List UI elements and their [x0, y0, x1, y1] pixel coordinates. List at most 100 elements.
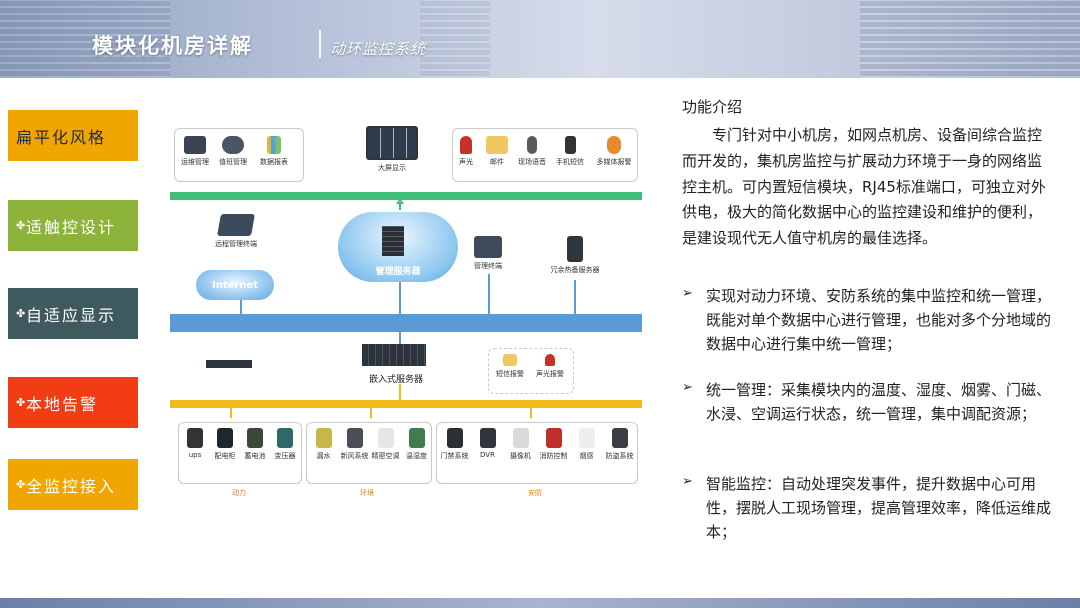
- device-node: 漏水: [308, 428, 339, 461]
- device-node: 门禁系统: [438, 428, 471, 461]
- power-group-label: 动力: [232, 489, 246, 497]
- architecture-diagram: 运维管理 值班管理 数据报表 大屏显示 声光 邮件 现场语音 手机短信 多媒体报…: [170, 122, 644, 500]
- device-node: 精密空调: [370, 428, 401, 461]
- page-subtitle: 动环监控系统: [330, 40, 427, 58]
- device-node: DVR: [471, 428, 504, 459]
- device-icon: [315, 428, 332, 448]
- ops-management-node: 运维管理: [176, 136, 214, 167]
- device-node: 温湿度: [401, 428, 432, 461]
- sms-alarm-node: 短信报警: [490, 354, 530, 379]
- bullet-item: ➢ 智能监控：自动处理突发事件，提升数据中心可用性，摆脱人工现场管理，提高管理效…: [682, 474, 1052, 541]
- connector: [574, 280, 576, 314]
- bullet-item: ➢ 统一管理：采集模块内的温度、湿度、烟雾、门磁、水浸、空调运行状态，统一管理，…: [682, 380, 1052, 423]
- embedded-server-label: 嵌入式服务器: [368, 375, 423, 385]
- intro-title: 功能介绍: [682, 98, 743, 116]
- title-divider: [319, 30, 321, 58]
- phone-icon: [564, 136, 576, 154]
- device-icon: [611, 428, 628, 448]
- device-icon: [512, 428, 529, 448]
- intro-paragraph: 专门针对中小机房，如网点机房、设备间综合监控而开发的，集机房监控与扩展动力环境于…: [682, 126, 1046, 248]
- device-icon: [545, 428, 562, 448]
- security-group-label: 安防: [528, 489, 542, 497]
- bullet-item: ➢ 实现对动力环境、安防系统的集中监控和统一管理，既能对单个数据中心进行管理，也…: [682, 286, 1052, 353]
- device-icon: [206, 360, 252, 368]
- envelope-icon: [486, 136, 508, 154]
- feature-label: 自适应显示: [26, 305, 117, 325]
- connector: [399, 384, 401, 400]
- building-decoration: [860, 0, 1080, 78]
- feature-button[interactable]: 扁平化风格: [8, 110, 138, 161]
- envelope-icon: [503, 354, 517, 366]
- device-icon: [247, 428, 263, 448]
- email-node: 邮件: [482, 136, 512, 167]
- alarm-box: [488, 348, 574, 394]
- device-node: 摄像机: [504, 428, 537, 461]
- multimedia-alarm-node: 多媒体报警: [590, 136, 638, 167]
- security-group-box: [436, 422, 638, 484]
- blue-bus-bar: [170, 314, 642, 332]
- computer-icon: [184, 136, 206, 154]
- connector: [530, 408, 532, 418]
- connector: [399, 282, 401, 314]
- server-rack-icon: [382, 226, 404, 256]
- device-icon: [578, 428, 595, 448]
- speaker-icon: [607, 136, 621, 154]
- arrow-icon: [396, 198, 404, 204]
- feature-button[interactable]: ✤本地告警: [8, 377, 138, 428]
- alarm-light-icon: [545, 354, 555, 366]
- connector: [230, 408, 232, 418]
- arrow-bullet-icon: ➢: [682, 380, 693, 395]
- device-node: ups: [180, 428, 210, 459]
- connector: [370, 408, 372, 418]
- feature-label: 全监控接入: [26, 476, 117, 496]
- device-node: 蓄电池: [240, 428, 270, 461]
- building-decoration: [420, 0, 490, 78]
- connector: [399, 332, 401, 344]
- device-node: 消防控制: [537, 428, 570, 461]
- laptop-icon: [217, 214, 255, 236]
- page-title: 模块化机房详解: [92, 34, 253, 58]
- device-icon: [377, 428, 394, 448]
- device-icon: [217, 428, 233, 448]
- big-screen-node: 大屏显示: [364, 126, 420, 173]
- tower-server-icon: [567, 236, 583, 262]
- redundant-server-node: 冗余热备服务器: [542, 236, 608, 275]
- arrow-bullet-icon: ➢: [682, 474, 693, 489]
- feature-button[interactable]: ✤全监控接入: [8, 459, 138, 510]
- device-icon: [408, 428, 425, 448]
- green-bus-bar: [170, 192, 642, 200]
- server-label: 管理服务器: [375, 267, 421, 277]
- feature-button[interactable]: ✤自适应显示: [8, 288, 138, 339]
- data-report-node: 数据报表: [254, 136, 294, 167]
- bar-chart-icon: [267, 136, 281, 154]
- sparkle-icon: ✤: [16, 307, 28, 320]
- yellow-bus-bar: [170, 400, 642, 408]
- device-node: 新风系统: [339, 428, 370, 461]
- header-banner: 模块化机房详解 动环监控系统: [0, 0, 1080, 78]
- sparkle-icon: ✤: [16, 219, 28, 232]
- sparkle-icon: ✤: [16, 396, 28, 409]
- feature-label: 适触控设计: [26, 217, 117, 237]
- desktop-icon: [474, 236, 502, 258]
- connector: [240, 300, 242, 314]
- feature-button[interactable]: ✤适触控设计: [8, 200, 138, 251]
- connector: [488, 274, 490, 314]
- connector: [399, 200, 401, 210]
- sound-light-alarm-node: 声光报警: [530, 354, 570, 379]
- device-icon: [446, 428, 463, 448]
- remote-terminal-node: 远程管理终端: [206, 214, 266, 249]
- sparkle-icon: ✤: [16, 478, 28, 491]
- duty-management-node: 值班管理: [214, 136, 252, 167]
- device-node: 防盗系统: [603, 428, 636, 461]
- people-icon: [222, 136, 244, 154]
- microphone-icon: [527, 136, 537, 154]
- device-icon: [277, 428, 293, 448]
- device-node: 变压器: [270, 428, 300, 461]
- arrow-bullet-icon: ➢: [682, 286, 693, 301]
- footer-band: [0, 598, 1080, 608]
- device-icon: [479, 428, 496, 448]
- device-icon: [187, 428, 203, 448]
- device-node: 烟感: [570, 428, 603, 461]
- device-node: 配电柜: [210, 428, 240, 461]
- building-decoration: [0, 0, 170, 78]
